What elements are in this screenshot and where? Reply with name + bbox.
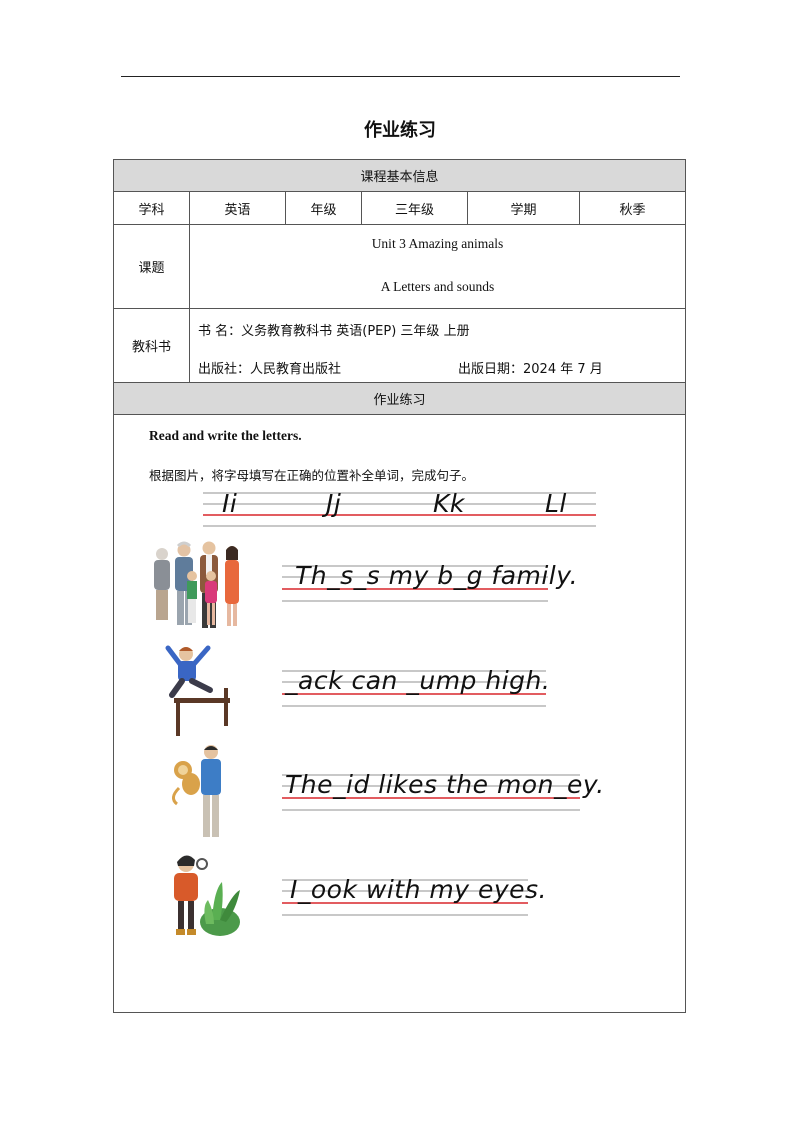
term-value: 秋季	[619, 202, 646, 218]
family-picture	[154, 541, 239, 628]
info-section-header: 课程基本信息	[360, 170, 439, 185]
grade-label: 年级	[310, 202, 337, 218]
sentence-3: The_id likes the mon_ey.	[285, 770, 605, 799]
letter-Jj: Jj	[326, 489, 342, 518]
sentence-4: I_ook with my eyes.	[290, 875, 547, 904]
letter-guide-lines	[203, 492, 596, 527]
publisher-line: 出版社：人民教育出版社	[198, 362, 342, 377]
worksheet-table	[113, 159, 686, 1013]
sentence-4-lines	[282, 879, 528, 916]
instruction-chinese: 根据图片，将字母填写在正确的位置补全单词，完成句子。	[149, 468, 475, 483]
exercise-section-header: 作业练习	[373, 393, 426, 408]
term-label: 学期	[510, 202, 537, 218]
topic-label: 课题	[138, 261, 165, 276]
sentence-3-lines	[282, 774, 580, 811]
sentence-1-lines	[282, 565, 548, 602]
book-name-line: 书 名：义务教育教科书 英语(PEP) 三年级 上册	[198, 324, 470, 339]
sentence-1: Th_s_s my b_g family.	[295, 561, 579, 590]
letter-Kk: Kk	[433, 489, 465, 518]
sentence-2: _ack can _ump high.	[285, 666, 551, 695]
instruction-english: Read and write the letters.	[149, 428, 302, 443]
topic-line-1: Unit 3 Amazing animals	[371, 236, 504, 251]
subject-value: 英语	[224, 202, 251, 218]
jumping-boy-picture	[165, 645, 230, 736]
grade-value: 三年级	[394, 202, 434, 218]
letter-Ll: Ll	[545, 489, 567, 518]
sentence-2-lines	[282, 670, 546, 707]
exercise-header-band	[114, 383, 685, 414]
boy-with-monkey-picture	[172, 745, 221, 837]
topic-line-2: A Letters and sounds	[380, 279, 495, 294]
publish-date-line: 出版日期：2024 年 7 月	[458, 362, 603, 377]
letter-Ii: Ii	[222, 489, 238, 518]
page-title: 作业练习	[364, 120, 436, 141]
header-rule	[121, 76, 680, 77]
textbook-label: 教科书	[131, 340, 171, 355]
info-header-band	[114, 160, 685, 191]
girl-with-magnifier-picture	[174, 855, 240, 936]
subject-label: 学科	[138, 202, 165, 218]
